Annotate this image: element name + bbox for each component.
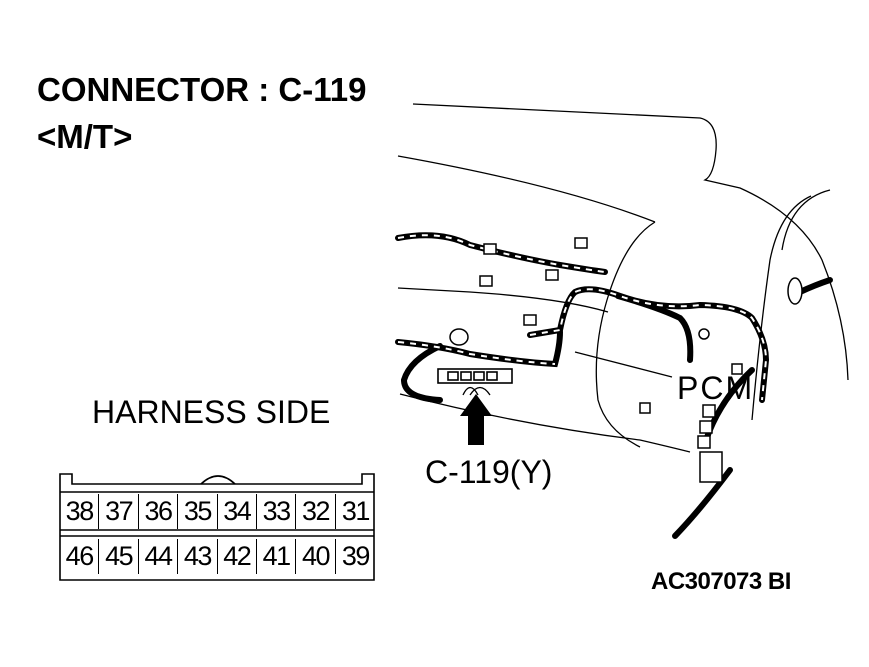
harness-grommet-tail [797,277,833,295]
harness-connector [697,435,711,449]
pin-cell: 45 [99,539,139,574]
pin-cell: 32 [296,494,336,529]
harness-side-label: HARNESS SIDE [92,394,331,430]
harness-left-loop [400,343,443,403]
grommet-left [449,328,469,346]
pcm-label: PCM [677,370,755,406]
connector-title: CONNECTOR : C-119 [37,71,367,108]
connector-variant: <M/T> [37,118,133,155]
pcm-connector-block [699,451,723,483]
harness-connector [639,402,651,414]
dash-contour-3 [397,287,609,313]
pcm-leader-line [574,351,673,378]
body-outline-right-2 [781,189,831,251]
dash-contour-4 [399,393,691,453]
pin-cell: 44 [139,539,179,574]
harness-connector [699,420,713,434]
connector-latch [200,475,236,485]
dash-contour-1 [397,155,656,223]
harness-connector [479,275,493,287]
pin-cell: 40 [296,539,336,574]
c119-arrow [460,394,492,445]
body-outline-right [751,195,812,421]
pin-cell: 43 [178,539,218,574]
pin-cell: 46 [60,539,100,574]
pin-cell: 42 [218,539,257,574]
pin-cell: 35 [178,494,218,529]
c119-connector-cluster [437,368,513,384]
dash-contour-2 [595,221,656,448]
harness-connector [574,237,588,249]
c119-callout-label: C-119(Y) [425,454,553,490]
bolt [698,328,710,340]
harness-connector [545,269,559,281]
harness-bottom-tail [672,467,733,539]
connector-outline [59,473,375,581]
harness-connector [702,404,716,418]
title-leader-line [412,103,849,381]
harness-upper [395,232,608,275]
harness-connector [523,314,537,326]
pin-cell: 33 [257,494,297,529]
harness-connector [731,363,743,375]
pin-cell: 38 [60,494,100,529]
grommet [787,277,803,305]
pin-cell: 41 [257,539,297,574]
harness-pcm-branch [615,293,694,363]
pin-cell: 34 [218,494,257,529]
pin-cell: 36 [139,494,179,529]
figure-code: AC307073 BI [651,568,791,595]
pin-cell: 31 [341,496,371,526]
pin-cell: 37 [99,494,139,529]
pin-cell: 39 [341,541,371,571]
harness-connector [483,243,497,255]
